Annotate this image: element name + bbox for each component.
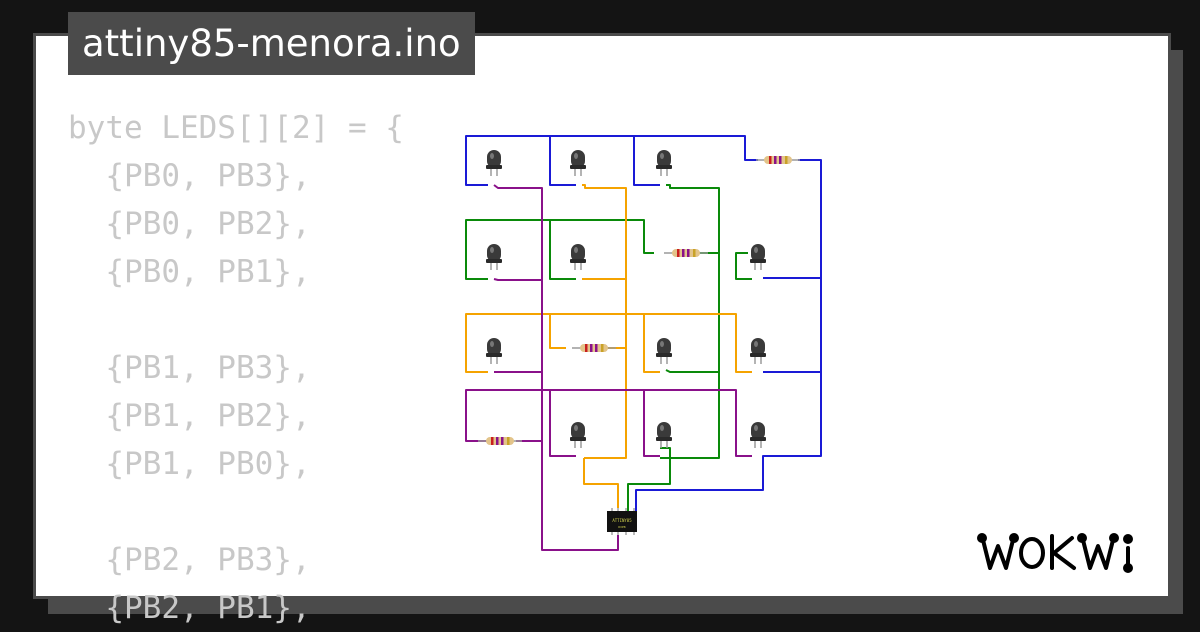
code-line: {PB1, PB2}, (68, 398, 311, 434)
led-icon (486, 244, 502, 270)
wire (550, 389, 660, 457)
wokwi-logo (977, 533, 1133, 573)
chip-label: ATTINY85 (612, 518, 632, 523)
chip-pin (625, 508, 627, 511)
code-line: {PB0, PB1}, (68, 254, 311, 290)
wire (550, 219, 654, 254)
led-icon (570, 244, 586, 270)
chip-pin (633, 508, 635, 511)
chip-pin (611, 508, 613, 511)
led-icon (570, 422, 586, 448)
wire (644, 313, 752, 373)
chip-pin (617, 508, 619, 511)
led-icon (750, 422, 766, 448)
project-title: attiny85-menora.ino (68, 12, 475, 75)
wire (465, 313, 566, 373)
wire (582, 184, 627, 459)
wire (634, 135, 758, 161)
wire (465, 389, 576, 457)
chip-pin (625, 532, 627, 535)
chip-sublabel: DIP8 (618, 525, 625, 529)
code-line: byte LEDS[][2] = { (68, 110, 404, 146)
attiny85-chip-icon: ATTINY85 DIP8 (607, 508, 637, 535)
resistor-icon (478, 437, 522, 445)
wire (465, 219, 576, 280)
code-line: {PB1, PB0}, (68, 446, 311, 482)
led-icon (486, 150, 502, 176)
wire (735, 252, 752, 280)
code-line: {PB0, PB2}, (68, 206, 311, 242)
preview-card: byte LEDS[][2] = { {PB0, PB3}, {PB0, PB2… (33, 33, 1171, 626)
chip-pin (633, 532, 635, 535)
code-line (68, 488, 404, 536)
wire (644, 389, 752, 457)
wire (493, 278, 542, 281)
circuit-diagram: ATTINY85 DIP8 (465, 135, 822, 551)
code-line: {PB1, PB3}, (68, 350, 311, 386)
code-line: {PB2, PB1}, (68, 590, 311, 626)
wire (550, 135, 660, 186)
led-icon (750, 338, 766, 364)
code-line (68, 296, 404, 344)
led-icon (656, 150, 672, 176)
chip-pin (611, 532, 613, 535)
wire (583, 458, 619, 511)
wire (666, 184, 720, 253)
code-snippet: byte LEDS[][2] = { {PB0, PB3}, {PB0, PB2… (68, 104, 404, 632)
code-line: {PB2, PB3}, (68, 542, 311, 578)
resistor-icon (756, 156, 800, 164)
led-icon (486, 338, 502, 364)
led-icon (656, 422, 672, 448)
parts-layer (478, 150, 800, 448)
chip-pin (617, 532, 619, 535)
code-line: {PB0, PB3}, (68, 158, 311, 194)
wire (465, 135, 576, 186)
resistor-icon (572, 344, 616, 352)
wire (493, 184, 619, 551)
led-icon (570, 150, 586, 176)
wire (763, 159, 822, 457)
led-icon (750, 244, 766, 270)
wire (635, 455, 821, 511)
wire (665, 369, 719, 373)
wire (550, 313, 660, 373)
wire-layer (465, 135, 822, 551)
resistor-icon (664, 249, 708, 257)
led-icon (656, 338, 672, 364)
